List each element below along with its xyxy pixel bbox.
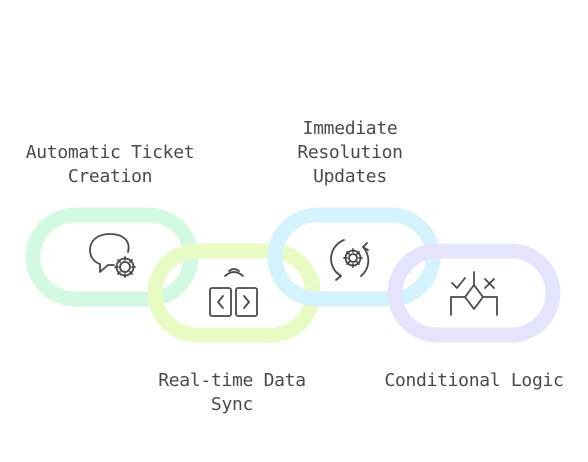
label-line: Updates [313,166,387,187]
chat-gear-icon [89,233,136,278]
refresh-gear-icon [330,239,370,281]
label-line: Real-time Data [158,370,306,391]
label-conditional-logic: Conditional Logic [374,369,574,393]
label-line: Creation [67,166,153,187]
label-immediate-resolution-updates: Immediate Resolution Updates [250,117,450,189]
decision-diamond-icon [450,271,498,316]
sync-panels-icon [209,268,258,317]
label-line: Immediate [302,118,398,139]
label-automatic-ticket-creation: Automatic Ticket Creation [10,141,210,189]
label-line: Resolution [297,142,403,163]
link-conditional-logic [387,243,561,343]
label-line: Sync [210,394,254,415]
label-line: Automatic Ticket [25,142,195,163]
label-real-time-data-sync: Real-time Data Sync [132,369,332,417]
label-line: Conditional Logic [384,370,564,391]
